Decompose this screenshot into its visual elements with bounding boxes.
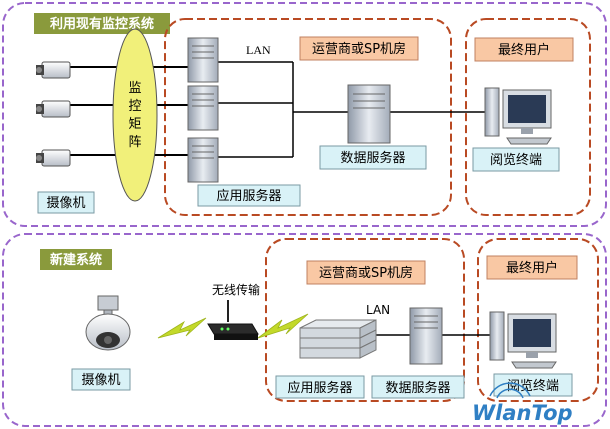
top-camera-3 xyxy=(36,149,71,167)
bottom-operator-region xyxy=(265,238,465,402)
top-app-server-3 xyxy=(187,137,219,183)
wlantop-logo: WlanTop xyxy=(472,382,573,425)
top-section-border xyxy=(2,2,607,227)
top-app-server-1 xyxy=(187,37,219,83)
bottom-end-user-region xyxy=(477,238,599,402)
wireless-label: 无线传输 xyxy=(212,282,260,297)
bottom-operator-label: 运营商或SP机房 xyxy=(319,265,413,281)
top-data-server-label-box xyxy=(319,145,427,170)
top-end-user-region xyxy=(465,18,591,216)
bottom-section-border xyxy=(2,233,607,427)
top-operator-label-box xyxy=(299,36,419,61)
top-end-user-label-box xyxy=(474,37,574,62)
wlantop-logo-text: WlanTop xyxy=(472,401,573,425)
bottom-data-server-label: 数据服务器 xyxy=(385,380,450,396)
bottom-app-server-rack xyxy=(299,319,377,359)
bottom-dome-camera xyxy=(85,295,131,351)
bottom-browse-terminal-label-box xyxy=(493,373,573,397)
top-browse-terminal-label-box xyxy=(472,147,560,172)
top-section-title: 利用现有监控系统 xyxy=(50,16,154,32)
wireless-router xyxy=(207,300,259,340)
top-data-server-label: 数据服务器 xyxy=(340,150,405,166)
bottom-operator-label-box xyxy=(306,260,426,285)
top-app-server-label-box xyxy=(197,184,301,207)
bottom-terminal-pc xyxy=(489,311,557,369)
wireless-link-left xyxy=(157,317,207,339)
top-terminal-pc xyxy=(484,87,552,145)
top-data-server xyxy=(347,84,391,144)
bottom-data-server xyxy=(409,307,443,365)
bottom-section-title: 新建系统 xyxy=(50,252,102,268)
bottom-camera-label-box xyxy=(71,368,131,391)
bottom-camera-label: 摄像机 xyxy=(81,373,120,388)
bottom-end-user-label: 最终用户 xyxy=(506,260,558,276)
top-camera-1 xyxy=(36,61,71,79)
top-lan-bus xyxy=(218,61,485,158)
bottom-browse-terminal-label: 阅览终端 xyxy=(507,378,559,394)
bottom-lan-label: LAN xyxy=(366,303,390,317)
top-camera-label: 摄像机 xyxy=(46,196,85,211)
top-camera-2 xyxy=(36,100,71,118)
top-end-user-label: 最终用户 xyxy=(498,42,550,58)
monitoring-matrix-label: 监控矩阵 xyxy=(128,81,141,150)
bottom-section-title-box xyxy=(40,249,112,270)
wireless-link-right xyxy=(257,313,309,339)
top-app-server-label: 应用服务器 xyxy=(216,188,281,204)
top-lan-label: LAN xyxy=(246,43,271,57)
bottom-data-server-label-box xyxy=(371,375,465,399)
top-app-server-2 xyxy=(187,85,219,131)
top-operator-region xyxy=(164,18,452,216)
top-operator-label: 运营商或SP机房 xyxy=(312,41,406,57)
top-camera-label-box xyxy=(37,191,95,214)
bottom-app-server-label-box xyxy=(275,375,365,399)
bottom-end-user-label-box xyxy=(486,255,578,280)
top-browse-terminal-label: 阅览终端 xyxy=(490,152,542,168)
bottom-app-server-label: 应用服务器 xyxy=(287,380,352,396)
monitoring-matrix xyxy=(112,28,158,202)
